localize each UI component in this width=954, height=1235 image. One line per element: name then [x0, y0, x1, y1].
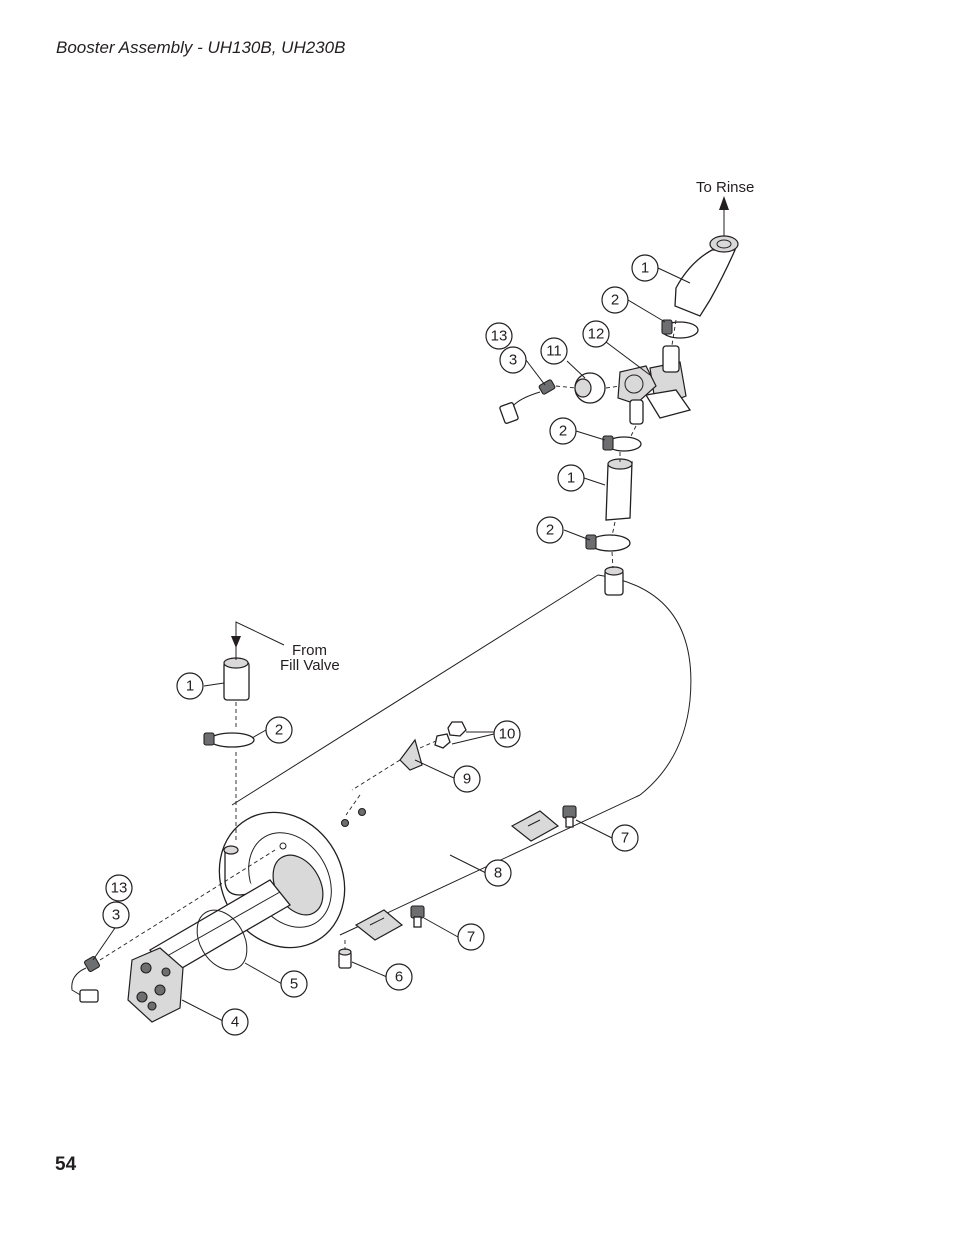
svg-text:11: 11: [546, 343, 562, 360]
mounting-bracket: [340, 721, 467, 828]
svg-text:2: 2: [559, 423, 567, 440]
to-rinse-label: To Rinse: [696, 179, 754, 196]
svg-text:1: 1: [186, 678, 194, 695]
svg-text:13: 13: [491, 328, 508, 345]
callout-11: 11: [540, 337, 568, 365]
callout-8: 8: [484, 859, 512, 887]
from-fill-label-line2: Fill Valve: [280, 657, 340, 674]
svg-text:10: 10: [499, 726, 516, 743]
svg-text:7: 7: [621, 830, 629, 847]
svg-text:2: 2: [546, 522, 554, 539]
callout-6: 6: [385, 963, 413, 991]
callout-1-top: 1: [631, 254, 659, 282]
svg-text:8: 8: [494, 865, 502, 882]
callout-2-left: 2: [265, 716, 293, 744]
thermostat-probe-bottom: [71, 849, 276, 1003]
svg-text:1: 1: [567, 470, 575, 487]
tank-feet: [338, 805, 577, 969]
callout-2-mid: 2: [549, 417, 577, 445]
callout-3-top: 3: [499, 346, 527, 374]
svg-text:3: 3: [112, 907, 120, 924]
svg-text:1: 1: [641, 260, 649, 277]
svg-text:2: 2: [611, 292, 619, 309]
outlet-assembly: [499, 196, 739, 569]
from-fill-label-line1: From: [292, 642, 327, 659]
svg-text:7: 7: [467, 929, 475, 946]
leader-lines: [92, 267, 691, 1022]
svg-text:9: 9: [463, 771, 471, 788]
svg-text:5: 5: [290, 976, 298, 993]
callout-1-left: 1: [176, 672, 204, 700]
svg-text:12: 12: [588, 326, 605, 343]
callout-2-low: 2: [536, 516, 564, 544]
svg-text:6: 6: [395, 969, 403, 986]
heating-element: [127, 879, 291, 1023]
svg-text:2: 2: [275, 722, 283, 739]
callout-1-mid: 1: [557, 464, 585, 492]
callout-12: 12: [582, 320, 610, 348]
callout-10: 10: [493, 720, 521, 748]
callout-3-bottom: 3: [102, 901, 130, 929]
page-title: Booster Assembly - UH130B, UH230B: [56, 38, 346, 57]
callout-13-top: 13: [485, 322, 513, 350]
callout-13-bottom: 13: [105, 874, 133, 902]
inlet-hose-assembly: [203, 621, 285, 840]
svg-text:13: 13: [111, 880, 128, 897]
callout-9: 9: [453, 765, 481, 793]
svg-text:3: 3: [509, 352, 517, 369]
callout-7-low: 7: [457, 923, 485, 951]
svg-text:4: 4: [231, 1014, 239, 1031]
callout-5: 5: [280, 970, 308, 998]
callout-2-top: 2: [601, 286, 629, 314]
callout-7-right: 7: [611, 824, 639, 852]
page-number: 54: [55, 1154, 77, 1175]
callout-4: 4: [221, 1008, 249, 1036]
